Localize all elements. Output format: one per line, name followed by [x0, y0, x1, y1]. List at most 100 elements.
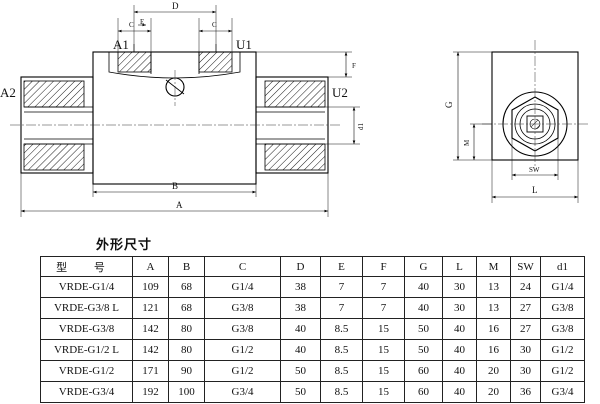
table-cell: 171 — [132, 360, 169, 382]
table-header-cell: SW — [510, 256, 541, 277]
table-cell-model: VRDE-G3/8 — [40, 318, 133, 340]
table-cell: 27 — [510, 297, 541, 319]
table-cell: 142 — [132, 318, 169, 340]
table-cell: 38 — [280, 297, 321, 319]
table-header-cell: C — [204, 256, 281, 277]
table-header-cell: L — [442, 256, 477, 277]
table-cell: 40 — [442, 339, 477, 361]
table-cell-model: VRDE-G3/4 — [40, 381, 133, 403]
table-title: 外形尺寸 — [96, 238, 153, 253]
table-header-cell: D — [280, 256, 321, 277]
table-cell: 15 — [362, 360, 405, 382]
table-cell: 15 — [362, 381, 405, 403]
table-cell: 109 — [132, 276, 169, 298]
table-header-cell: A — [132, 256, 169, 277]
table-cell-model: VRDE-G1/2 L — [40, 339, 133, 361]
table-header-cell: M — [476, 256, 511, 277]
dim-label-b: B — [172, 181, 178, 191]
table-cell: 50 — [280, 360, 321, 382]
table-cell: 30 — [442, 276, 477, 298]
table-cell: 24 — [510, 276, 541, 298]
table-cell: 7 — [320, 297, 363, 319]
table-cell: 8.5 — [320, 360, 363, 382]
table-cell: 7 — [362, 297, 405, 319]
table-header-cell: F — [362, 256, 405, 277]
end-view-hex-nut — [511, 96, 559, 152]
table-cell-model: VRDE-G3/8 L — [40, 297, 133, 319]
table-cell: 20 — [476, 381, 511, 403]
table-cell: 27 — [510, 318, 541, 340]
technical-drawing: D C E C A1 U1 A2 U2 F d1 B — [0, 1, 590, 217]
table-cell: 60 — [404, 381, 443, 403]
table-cell: G3/8 — [204, 297, 281, 319]
table-cell: G3/4 — [204, 381, 281, 403]
dim-label-d1: d1 — [357, 123, 365, 131]
table-cell: 13 — [476, 297, 511, 319]
table-cell: 50 — [404, 339, 443, 361]
table-cell: 7 — [320, 276, 363, 298]
end-view: G M SW L — [444, 40, 590, 203]
left-port-hatch-top — [23, 80, 85, 108]
table-cell: 16 — [476, 318, 511, 340]
table-cell: 30 — [510, 360, 541, 382]
dim-label-a: A — [176, 200, 183, 210]
port-label-a2: A2 — [0, 85, 16, 100]
table-cell: 40 — [280, 339, 321, 361]
table-cell: 40 — [442, 360, 477, 382]
dim-label-f: F — [352, 62, 356, 70]
side-section-view: D C E C A1 U1 A2 U2 F d1 B — [0, 1, 365, 217]
table-cell: 13 — [476, 276, 511, 298]
table-header-cell: d1 — [540, 256, 585, 277]
table-cell: G1/2 — [540, 360, 585, 382]
table-cell: 68 — [168, 276, 205, 298]
dim-label-l: L — [532, 185, 538, 195]
table-cell: 40 — [404, 276, 443, 298]
port-label-a1: A1 — [113, 37, 129, 52]
table-cell: 8.5 — [320, 318, 363, 340]
table-cell: 68 — [168, 297, 205, 319]
table-cell-model: VRDE-G1/4 — [40, 276, 133, 298]
dim-label-sw: SW — [529, 166, 540, 174]
table-cell: 36 — [510, 381, 541, 403]
table-cell: 16 — [476, 339, 511, 361]
table-cell: 7 — [362, 276, 405, 298]
right-port-hatch-top — [264, 80, 326, 108]
dim-label-e: E — [140, 18, 144, 26]
dim-label-g: G — [444, 101, 454, 108]
table-cell: 80 — [168, 339, 205, 361]
table-cell: 50 — [280, 381, 321, 403]
table-cell: 142 — [132, 339, 169, 361]
table-cell: G3/4 — [540, 381, 585, 403]
dim-label-d: D — [172, 1, 179, 11]
dim-label-c-right: C — [212, 21, 217, 29]
table-cell: 15 — [362, 339, 405, 361]
left-port-hatch-bottom — [23, 143, 85, 171]
right-port-hatch-bottom — [264, 143, 326, 171]
table-cell: 40 — [280, 318, 321, 340]
table-cell: 50 — [404, 318, 443, 340]
table-cell: G1/2 — [204, 360, 281, 382]
table-cell: G3/8 — [540, 318, 585, 340]
port-label-u2: U2 — [332, 85, 348, 100]
dim-label-m: M — [463, 139, 471, 146]
top-port-hatch-right — [198, 51, 233, 73]
table-cell: G3/8 — [204, 318, 281, 340]
table-cell: 38 — [280, 276, 321, 298]
table-cell: 15 — [362, 318, 405, 340]
table-cell: 121 — [132, 297, 169, 319]
table-cell: 40 — [442, 318, 477, 340]
table-cell: 20 — [476, 360, 511, 382]
table-cell: 90 — [168, 360, 205, 382]
table-cell: G1/2 — [204, 339, 281, 361]
port-label-u1: U1 — [236, 37, 252, 52]
table-cell: 40 — [404, 297, 443, 319]
table-cell: 40 — [442, 381, 477, 403]
